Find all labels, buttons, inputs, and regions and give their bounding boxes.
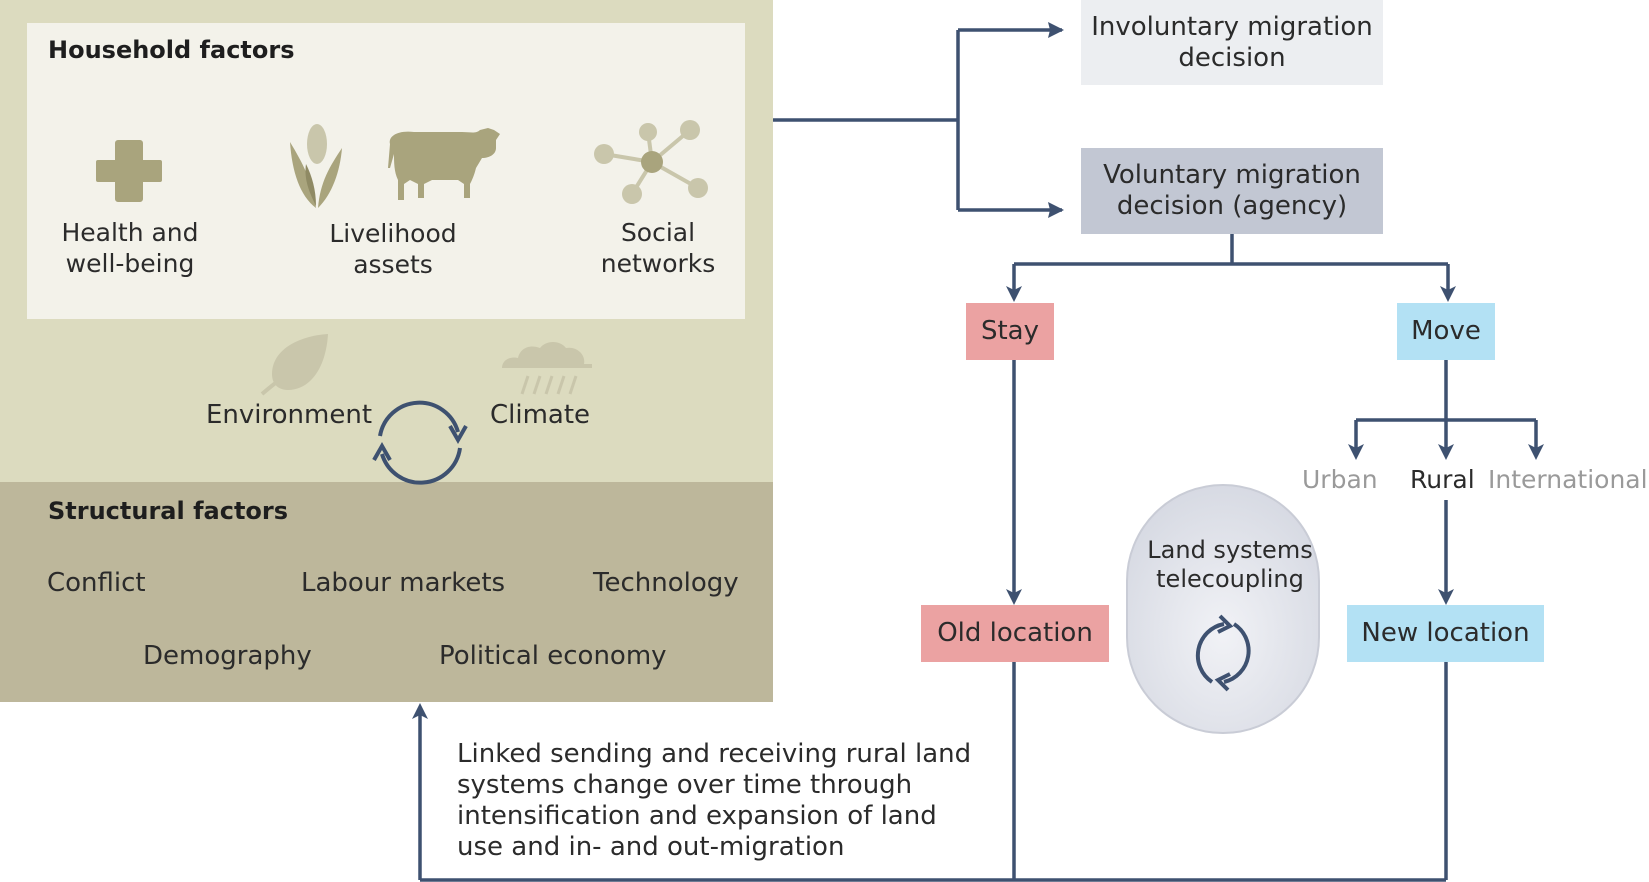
- new-location-box: New location: [1347, 605, 1544, 662]
- health-cross-icon: [96, 140, 162, 202]
- political-economy-label: Political economy: [439, 641, 667, 671]
- network-icon: [594, 120, 708, 204]
- structural-factors-heading: Structural factors: [48, 497, 289, 525]
- social-networks-label: Social networks: [600, 218, 716, 278]
- move-box: Move: [1397, 303, 1495, 360]
- labour-markets-label: Labour markets: [301, 568, 506, 598]
- health-label: Health and well-being: [61, 218, 199, 278]
- plant-icon: [290, 124, 342, 208]
- household-factors-heading: Household factors: [48, 36, 295, 64]
- livelihood-label: Livelihood assets: [329, 219, 457, 279]
- structural-factors-panel: [0, 482, 773, 702]
- leaf-icon: [260, 334, 328, 396]
- involuntary-migration-box: Involuntary migration decision: [1081, 0, 1383, 85]
- environment-label: Environment: [206, 400, 373, 430]
- climate-label: Climate: [490, 400, 591, 430]
- cow-icon: [388, 128, 500, 200]
- feedback-description: Linked sending and receiving rural land …: [457, 739, 972, 862]
- international-label: International: [1488, 465, 1648, 494]
- telecoupling-label: Land systems telecoupling: [1147, 536, 1313, 593]
- urban-label: Urban: [1302, 465, 1378, 494]
- rural-label: Rural: [1410, 465, 1475, 494]
- rain-cloud-icon: [502, 342, 592, 395]
- conflict-label: Conflict: [47, 568, 146, 598]
- demography-label: Demography: [143, 641, 312, 671]
- telecoupling-capsule: [1126, 484, 1320, 734]
- technology-label: Technology: [593, 568, 739, 598]
- stay-box: Stay: [966, 303, 1054, 360]
- old-location-box: Old location: [921, 605, 1109, 662]
- voluntary-migration-box: Voluntary migration decision (agency): [1081, 148, 1383, 234]
- cycle-arrows-icon: [372, 400, 468, 485]
